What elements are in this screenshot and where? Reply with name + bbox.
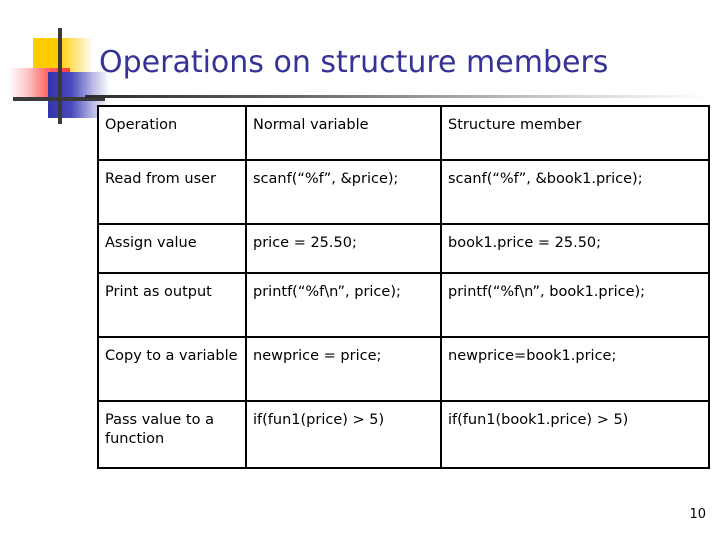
cell-structure-member: if(fun1(book1.price) > 5) (440, 400, 710, 469)
cell-structure-member: book1.price = 25.50; (440, 223, 710, 274)
operations-table-wrapper: Operation Normal variable Structure memb… (97, 105, 710, 469)
table-row: Copy to a variable newprice = price; new… (97, 336, 710, 402)
title-divider (85, 95, 710, 98)
cell-normal-variable: printf(“%f\n”, price); (245, 272, 442, 338)
table-row: Read from user scanf(“%f”, &price); scan… (97, 159, 710, 225)
cell-operation: Assign value (97, 223, 247, 274)
cell-structure-member: printf(“%f\n”, book1.price); (440, 272, 710, 338)
cell-normal-variable: if(fun1(price) > 5) (245, 400, 442, 469)
cell-operation: Copy to a variable (97, 336, 247, 402)
table-row: Print as output printf(“%f\n”, price); p… (97, 272, 710, 338)
column-header-structure-member: Structure member (440, 105, 710, 161)
cell-operation: Read from user (97, 159, 247, 225)
page-number: 10 (689, 507, 706, 522)
cell-operation: Print as output (97, 272, 247, 338)
cell-normal-variable: newprice = price; (245, 336, 442, 402)
cell-structure-member: newprice=book1.price; (440, 336, 710, 402)
cell-operation: Pass value to a function (97, 400, 247, 469)
column-header-operation: Operation (97, 105, 247, 161)
page-title: Operations on structure members (99, 45, 609, 80)
operations-table: Operation Normal variable Structure memb… (97, 105, 710, 469)
column-header-normal-variable: Normal variable (245, 105, 442, 161)
horizontal-crossline-icon (13, 97, 105, 101)
vertical-crossline-icon (58, 28, 62, 124)
cell-normal-variable: scanf(“%f”, &price); (245, 159, 442, 225)
table-row: Pass value to a function if(fun1(price) … (97, 400, 710, 469)
cell-structure-member: scanf(“%f”, &book1.price); (440, 159, 710, 225)
table-header-row: Operation Normal variable Structure memb… (97, 105, 710, 161)
cell-normal-variable: price = 25.50; (245, 223, 442, 274)
table-row: Assign value price = 25.50; book1.price … (97, 223, 710, 274)
